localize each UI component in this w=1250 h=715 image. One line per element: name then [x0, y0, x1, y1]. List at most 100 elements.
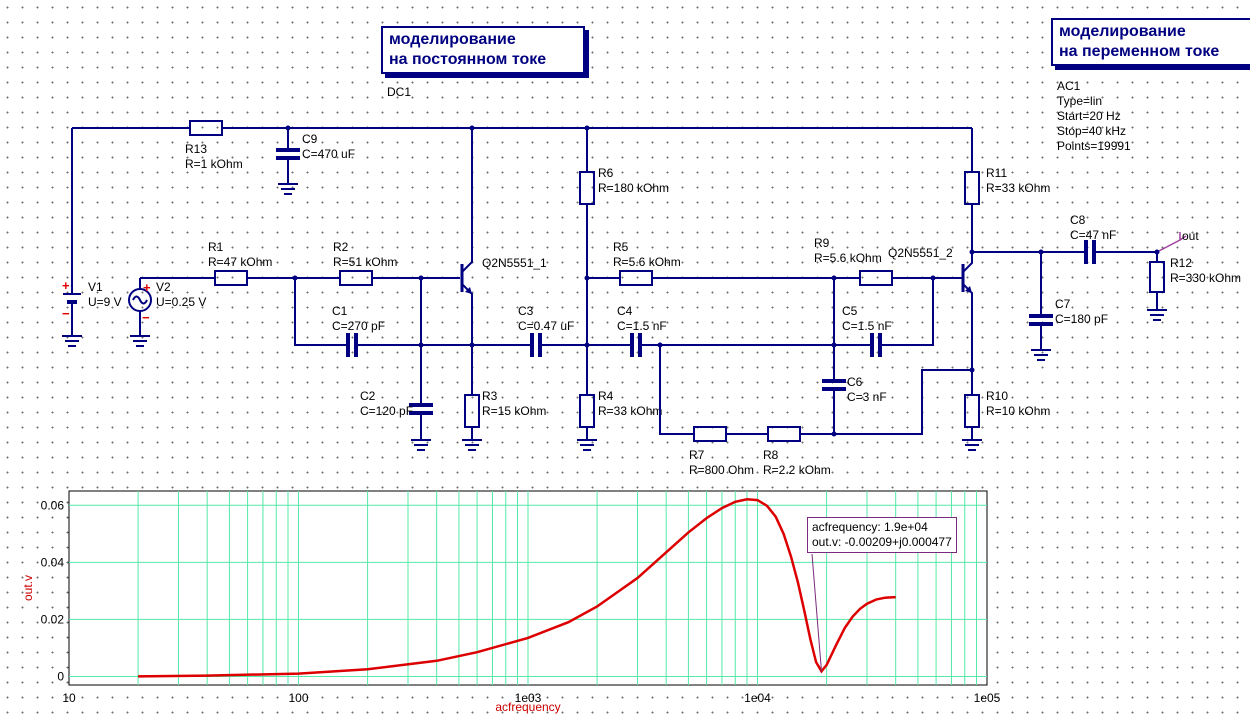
x-axis-label: acfrequency: [495, 700, 560, 714]
v1-value: U=9 V: [88, 295, 122, 309]
r6-resistor[interactable]: [579, 171, 595, 205]
r2-name: R2: [333, 240, 349, 254]
c6-name: C6: [847, 375, 863, 389]
v2-name: V2: [156, 280, 171, 294]
r12-resistor[interactable]: [1149, 261, 1165, 293]
ground-icon: [62, 335, 82, 347]
c5-value: C=1.5 nF: [842, 319, 892, 333]
dc-sim-name: DC1: [387, 85, 412, 99]
c5-capacitor[interactable]: [870, 333, 882, 357]
r5-resistor[interactable]: [619, 270, 653, 286]
q2-transistor[interactable]: [961, 204, 973, 395]
r9-resistor[interactable]: [859, 270, 893, 286]
v2-minus-sign: −: [142, 310, 150, 325]
chart-x-tick-label: 1e04: [744, 691, 771, 705]
r10-resistor[interactable]: [964, 394, 980, 428]
ac-simulation-box[interactable]: моделирование на переменном токе: [1051, 18, 1250, 66]
ground-icon: [278, 183, 298, 195]
r1-name: R1: [208, 240, 224, 254]
q2-name: Q2N5551_2: [888, 246, 953, 260]
v1-name: V1: [88, 280, 103, 294]
r7-name: R7: [689, 448, 705, 462]
v1-minus-sign: −: [62, 306, 70, 321]
c9-name: C9: [302, 132, 318, 146]
r12-value: R=330 kOhm: [1170, 271, 1241, 285]
c3-value: C=0.47 uF: [518, 319, 574, 333]
chart-x-tick-label: 100: [288, 691, 308, 705]
r13-value: R=1 kOhm: [185, 157, 243, 171]
junction-dots: [285, 125, 1160, 437]
r12-name: R12: [1170, 256, 1192, 270]
c3-capacitor[interactable]: [530, 333, 542, 357]
chart-x-tick-label: 1e03: [515, 691, 542, 705]
chart-marker-readout[interactable]: acfrequency: 1.9e+04 out.v: -0.00209+j0.…: [807, 517, 957, 553]
r10-name: R10: [986, 389, 1008, 403]
c4-capacitor[interactable]: [630, 333, 642, 357]
c2-capacitor[interactable]: [409, 403, 433, 415]
ac-sim-name: AC1: [1057, 79, 1081, 93]
dc-box-line1: моделирование: [389, 31, 516, 48]
r9-name: R9: [814, 236, 830, 250]
c9-capacitor[interactable]: [276, 148, 300, 184]
output-port-label: out: [1182, 229, 1199, 243]
ground-icon: [462, 439, 482, 451]
r1-resistor[interactable]: [214, 270, 248, 286]
output-port-icon[interactable]: [1156, 232, 1187, 253]
r8-value: R=2.2 kOhm: [763, 463, 831, 477]
c7-capacitor[interactable]: [1029, 314, 1053, 326]
c6-value: C=3 nF: [847, 390, 887, 404]
r2-resistor[interactable]: [339, 270, 373, 286]
r10-value: R=10 kOhm: [986, 404, 1050, 418]
c8-name: C8: [1070, 213, 1086, 227]
r8-resistor[interactable]: [767, 426, 801, 442]
ac-sim-type: Type=lin: [1057, 94, 1103, 108]
v1-dc-source[interactable]: [63, 280, 81, 336]
ground-icon: [577, 439, 597, 451]
r7-resistor[interactable]: [693, 426, 727, 442]
c9-value: C=470 uF: [302, 147, 355, 161]
r11-resistor[interactable]: [964, 171, 980, 205]
r5-name: R5: [613, 240, 629, 254]
r1-value: R=47 kOhm: [208, 255, 272, 269]
c3-name: C3: [518, 304, 534, 318]
chart-y-tick-label: 0.04: [41, 555, 65, 569]
c4-value: C=1.5 nF: [617, 319, 667, 333]
r4-resistor[interactable]: [579, 394, 595, 428]
r6-value: R=180 kOhm: [598, 181, 669, 195]
ac-box-line2: на переменном токе: [1059, 43, 1220, 60]
c1-name: C1: [332, 304, 348, 318]
v2-ac-source[interactable]: [128, 277, 215, 336]
c2-name: C2: [360, 389, 376, 403]
y-axis-label: out.v: [21, 575, 35, 601]
ground-icon: [411, 439, 431, 451]
r2-value: R=51 kOhm: [333, 255, 397, 269]
chart-x-tick-label: 1e05: [974, 691, 1001, 705]
ac-sim-params[interactable]: AC1 Type=lin Start=20 Hz Stop=40 kHz Poi…: [1057, 79, 1131, 154]
chart-y-tick-label: 0: [57, 669, 64, 683]
r3-value: R=15 kOhm: [482, 404, 546, 418]
marker-leader-line: [811, 553, 822, 672]
c8-capacitor[interactable]: [1084, 240, 1096, 264]
chart-y-tick-label: 0.02: [41, 612, 65, 626]
top-rail-wires: [71, 127, 972, 280]
v2-plus-sign: +: [143, 280, 151, 295]
chart-x-tick-label: 10: [62, 691, 76, 705]
r11-value: R=33 kOhm: [986, 181, 1050, 195]
r13-resistor[interactable]: [189, 120, 223, 136]
r3-resistor[interactable]: [464, 394, 480, 428]
ground-icon: [1031, 349, 1051, 361]
c1-capacitor[interactable]: [346, 333, 358, 357]
r9-value: R=5.6 kOhm: [814, 251, 882, 265]
r4-value: R=33 kOhm: [598, 404, 662, 418]
c1-value: C=270 pF: [332, 319, 385, 333]
ground-icon: [130, 335, 150, 347]
dc-simulation-box[interactable]: моделирование на постоянном токе: [381, 26, 585, 74]
c5-name: C5: [842, 304, 858, 318]
c7-name: C7: [1055, 297, 1071, 311]
q1-transistor[interactable]: [460, 128, 473, 395]
ground-icon: [962, 439, 982, 451]
schematic: R13 R=1 kOhm C9 C=470 uF + − V1 U=9 V + …: [62, 120, 1241, 477]
r6-name: R6: [598, 166, 614, 180]
c6-capacitor[interactable]: [822, 379, 846, 391]
r3-name: R3: [482, 389, 498, 403]
